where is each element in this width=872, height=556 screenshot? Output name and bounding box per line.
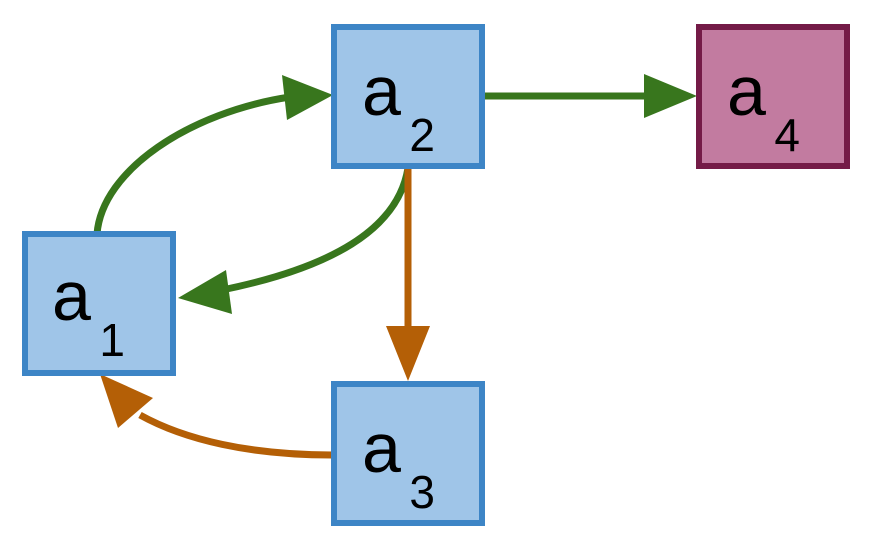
arrowhead-a3-to-a1 [100, 374, 153, 428]
node-a4-subscript: 4 [774, 109, 800, 161]
edge-a2-to-a1 [221, 167, 412, 294]
arrowhead-a1-to-a2 [282, 75, 333, 120]
edge-a3-to-a1 [138, 411, 333, 459]
node-a2-box [331, 24, 485, 169]
svg-text:a 2: a 2 [362, 52, 435, 161]
node-a2: a 2 [331, 24, 485, 169]
edges [93, 74, 697, 459]
node-a1-subscript: 1 [99, 314, 125, 366]
nodes: a 1 a 2 a 3 a 4 [22, 24, 850, 526]
edge-a1-to-a2 [93, 93, 291, 235]
svg-text:a 3: a 3 [362, 409, 435, 518]
node-a4: a 4 [696, 24, 850, 169]
node-a2-letter: a [362, 52, 401, 130]
node-a1-box [22, 231, 176, 376]
arrowhead-a2-to-a1 [178, 270, 232, 314]
node-a1-letter: a [52, 257, 91, 335]
node-a3-subscript: 3 [409, 466, 435, 518]
node-a3-letter: a [362, 409, 401, 487]
arrowhead-a2-to-a3 [386, 326, 430, 381]
node-a1: a 1 [22, 231, 176, 376]
node-a4-letter: a [727, 52, 766, 130]
svg-text:a 1: a 1 [52, 257, 125, 366]
node-a4-box [696, 24, 850, 169]
node-a3-box [331, 381, 485, 526]
node-a2-subscript: 2 [409, 109, 435, 161]
node-a3: a 3 [331, 381, 485, 526]
svg-text:a 4: a 4 [727, 52, 800, 161]
arrowhead-a2-to-a4 [644, 74, 697, 118]
